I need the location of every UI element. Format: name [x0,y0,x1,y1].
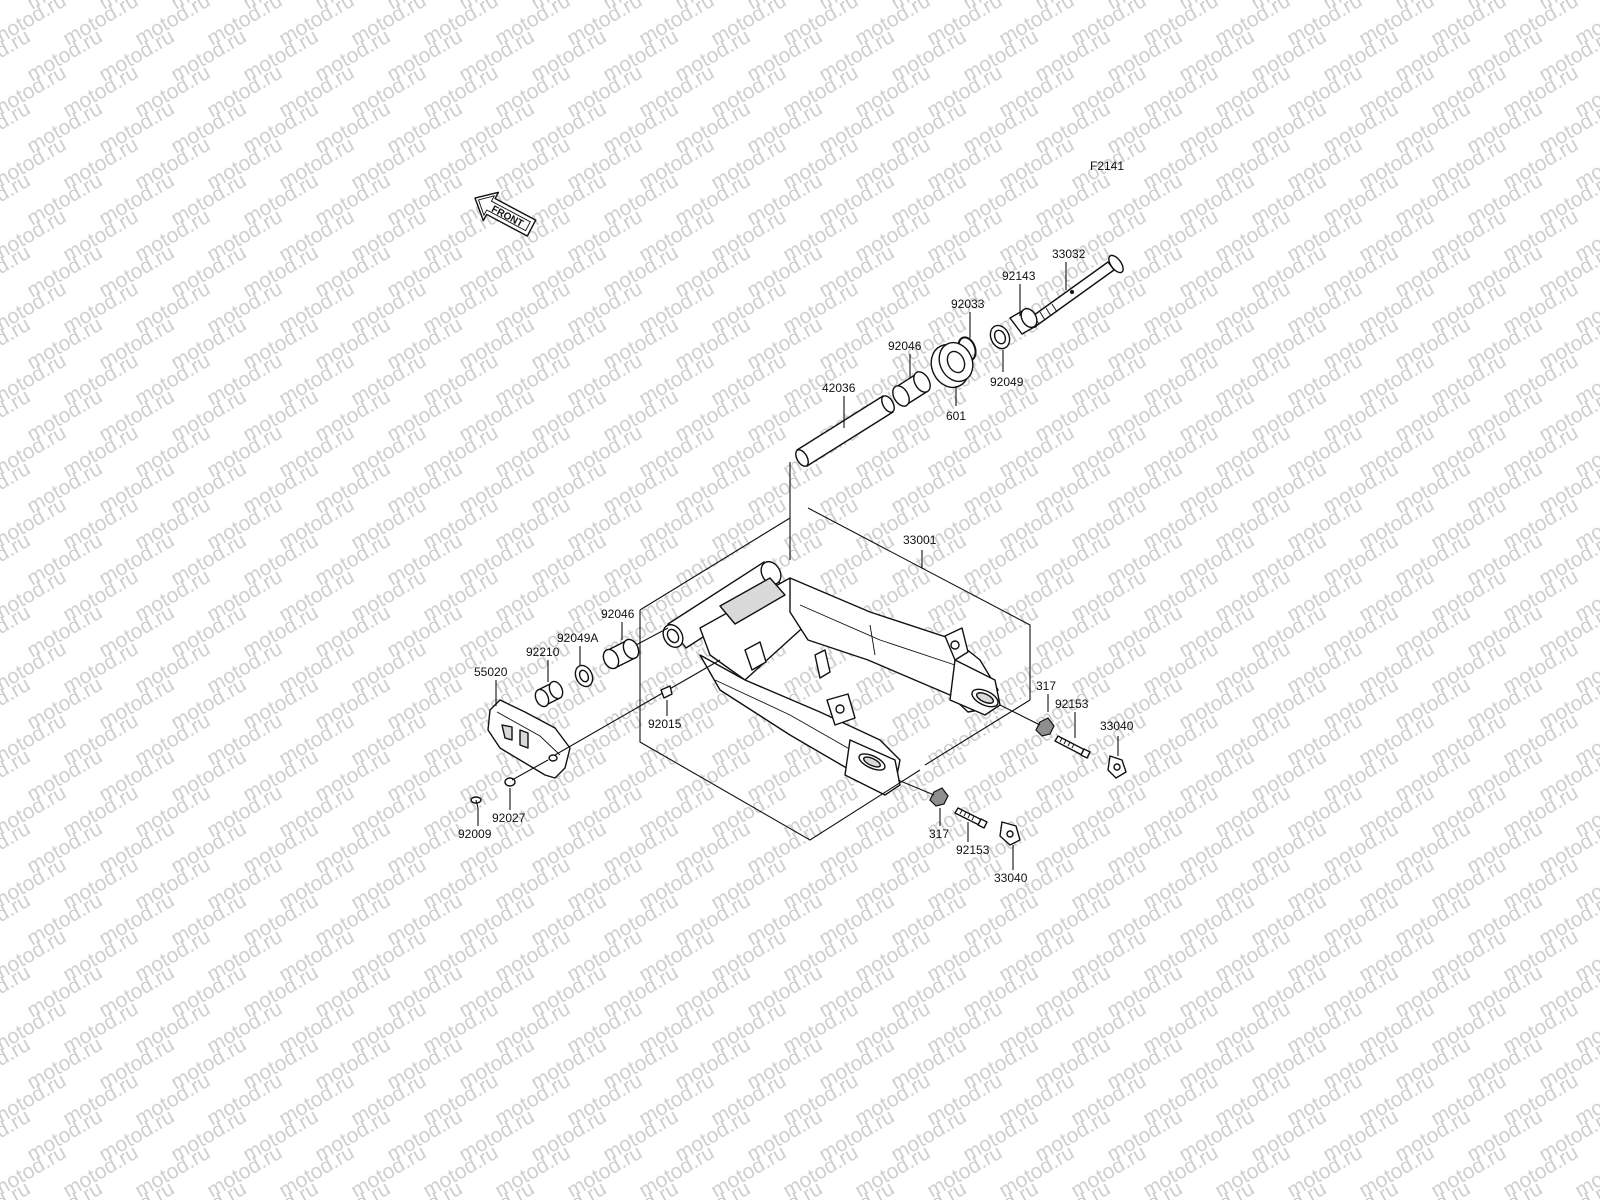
label-92027: 92027 [492,811,526,825]
label-92153-right: 92153 [1055,697,1089,711]
label-601: 601 [946,409,966,423]
label-92009: 92009 [458,827,492,841]
figure-code: F2141 [1090,159,1124,173]
label-42036: 42036 [822,381,856,395]
label-317-bottom: 317 [929,827,949,841]
label-92033: 92033 [951,297,985,311]
label-33032: 33032 [1052,247,1086,261]
label-92210: 92210 [526,645,560,659]
label-55020: 55020 [474,665,508,679]
label-92046-top: 92046 [888,339,922,353]
nut-317-bottom [929,787,949,807]
label-317-right: 317 [1036,679,1056,693]
label-33001: 33001 [903,533,937,547]
label-33040-right: 33040 [1100,719,1134,733]
label-92049A: 92049A [557,631,598,645]
label-92046-left: 92046 [601,607,635,621]
label-92153-bottom: 92153 [956,843,990,857]
label-92143: 92143 [1002,269,1036,283]
label-92015: 92015 [648,717,682,731]
label-33040-bottom: 33040 [994,871,1028,885]
label-92049: 92049 [990,375,1024,389]
